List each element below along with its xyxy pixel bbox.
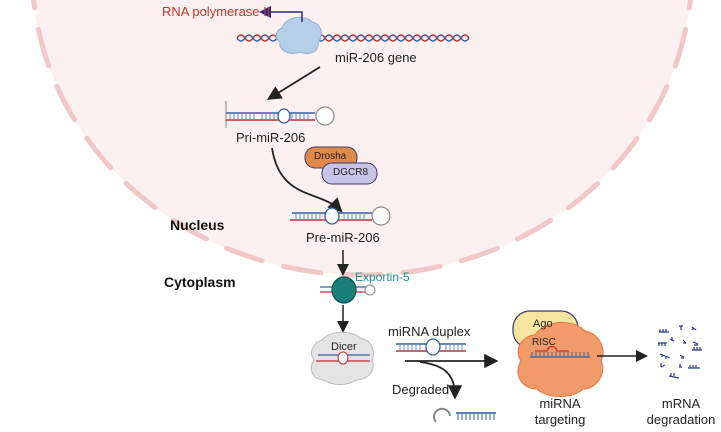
- drosha-complex: [304, 146, 378, 185]
- dicer-label: Dicer: [331, 341, 357, 353]
- degraded-label: Degraded: [392, 382, 450, 397]
- mrna-degradation-label-2: degradation: [646, 412, 716, 427]
- ago-label: Ago: [533, 318, 553, 330]
- nucleus-region: [31, 0, 693, 278]
- arrow-degraded: [419, 361, 463, 400]
- risc-complex-icon: [517, 321, 604, 397]
- rna-pol-arrow: [259, 6, 303, 22]
- drosha-label: Drosha: [314, 151, 347, 162]
- degraded-strand-icon: [433, 407, 496, 423]
- rna-polymerase-label: RNA polymerase II: [162, 4, 271, 19]
- mirna-duplex-label: miRNA duplex: [388, 324, 471, 339]
- exportin-5-label: Exportin-5: [355, 270, 410, 284]
- nucleus-label: Nucleus: [170, 217, 225, 233]
- dgcr8-label: DGCR8: [333, 167, 369, 178]
- arrow-transcription: [266, 66, 321, 100]
- pri-mirna-icon: [225, 101, 335, 128]
- mirna-targeting-label-1: miRNA: [539, 396, 581, 411]
- mirna-duplex-icon: [396, 338, 466, 356]
- arrow-drosha-processing: [271, 147, 343, 213]
- gene-label: miR-206 gene: [335, 50, 417, 65]
- mrna-fragments-icon: [658, 325, 702, 379]
- nuclear-envelope: [31, 0, 693, 278]
- risc-label: RISC: [532, 337, 556, 348]
- dicer-icon: [310, 331, 374, 385]
- pre-mirna-icon: [290, 206, 391, 226]
- cytoplasm-label: Cytoplasm: [164, 274, 236, 290]
- pre-mirna-label: Pre-miR-206: [306, 230, 380, 245]
- mrna-degradation-label-1: mRNA: [661, 396, 701, 411]
- pri-mirna-label: Pri-miR-206: [236, 130, 306, 145]
- rna-polymerase-icon: [275, 16, 322, 55]
- exportin-5-icon: [320, 276, 376, 304]
- mirna-targeting-label-2: targeting: [534, 412, 586, 427]
